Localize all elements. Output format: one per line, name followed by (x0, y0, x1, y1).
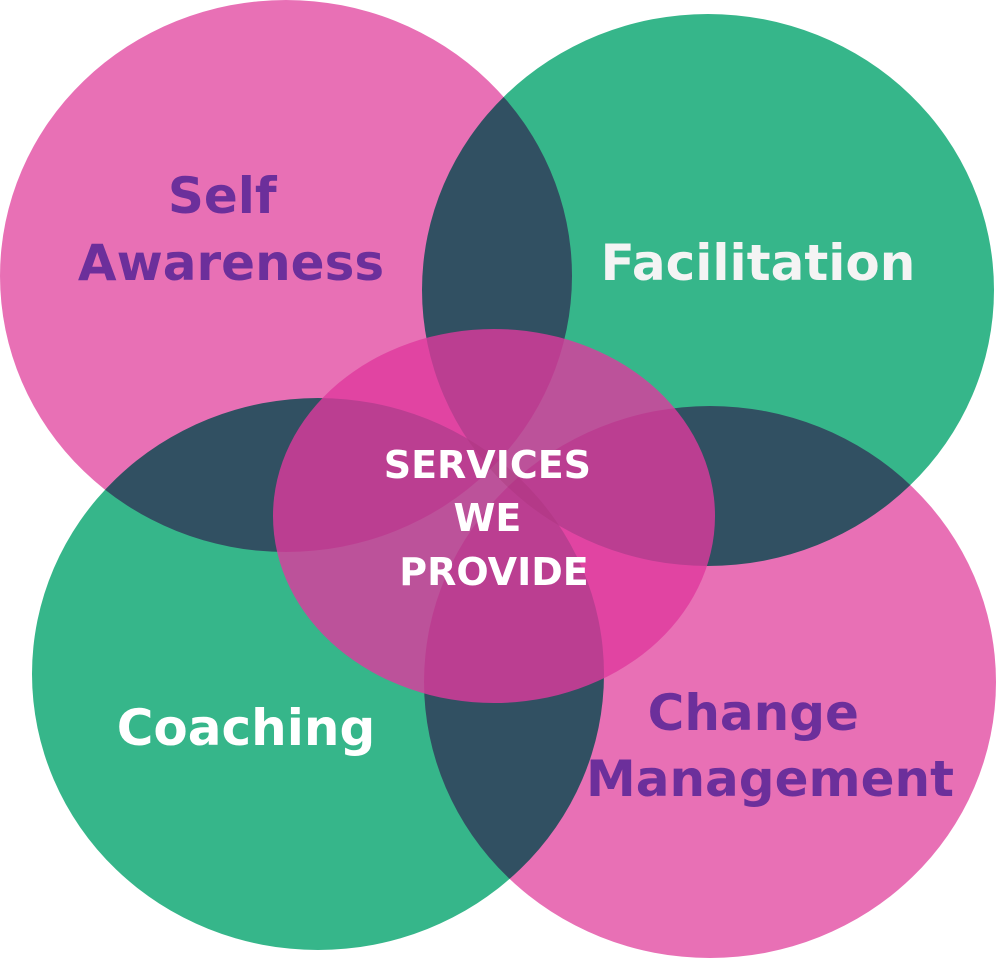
label-top-right-line-1: Facilitation (601, 234, 916, 292)
label-top-left: Self Awareness (78, 167, 384, 292)
label-bottom-left: Coaching (117, 699, 376, 757)
label-center: SERVICES WE PROVIDE (384, 443, 605, 594)
label-top-left-line-2: Awareness (78, 234, 384, 292)
label-center-line-1: SERVICES (384, 443, 591, 487)
label-center-line-2: WE (453, 496, 521, 540)
circle-center (273, 329, 715, 703)
label-top-right: Facilitation (601, 234, 916, 292)
label-bottom-left-line-1: Coaching (117, 699, 376, 757)
label-bottom-right: Change Management (586, 684, 954, 808)
label-center-line-3: PROVIDE (399, 550, 588, 594)
label-top-left-line-1: Self (168, 167, 278, 225)
label-bottom-right-line-2: Management (586, 750, 954, 808)
label-bottom-right-line-1: Change (648, 684, 859, 742)
